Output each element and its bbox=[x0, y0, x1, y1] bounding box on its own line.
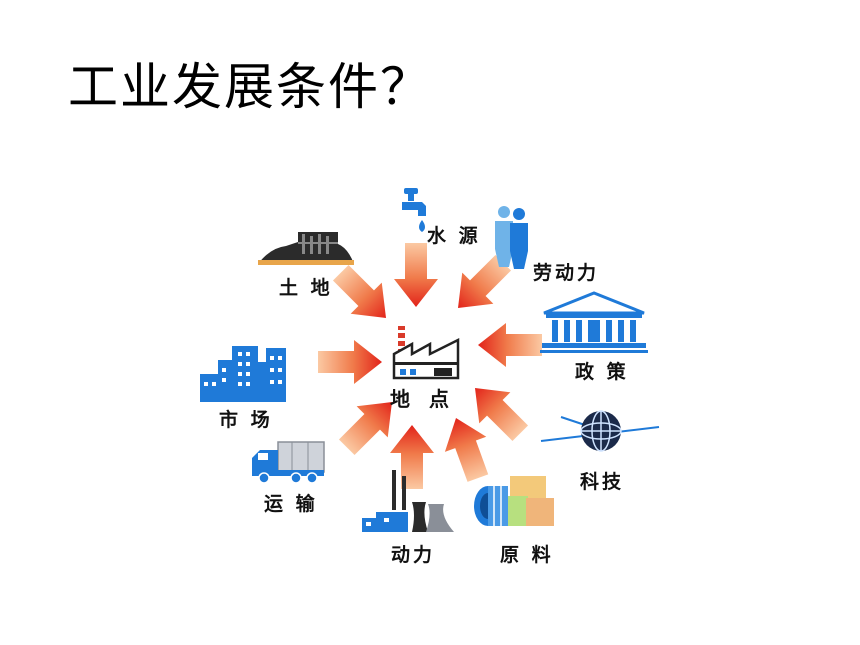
satellite-globe-icon bbox=[540, 410, 660, 452]
arrow-from-power bbox=[390, 425, 434, 489]
labor-label: 劳动力 bbox=[533, 261, 599, 284]
water-faucet-icon bbox=[402, 188, 426, 232]
city-buildings-icon bbox=[200, 346, 286, 402]
power-plant-icon bbox=[362, 470, 454, 532]
market-label: 市 场 bbox=[219, 408, 273, 431]
center-label: 地 点 bbox=[390, 387, 455, 411]
tech-label: 科技 bbox=[580, 470, 624, 493]
page-title: 工业发展条件？ bbox=[68, 58, 432, 116]
land-icon bbox=[258, 232, 354, 265]
water-label: 水 源 bbox=[427, 224, 481, 247]
arrow-from-water bbox=[394, 243, 438, 307]
policy-label: 政 策 bbox=[575, 360, 629, 383]
government-building-icon bbox=[540, 291, 648, 353]
factory-icon bbox=[392, 326, 460, 380]
material-label: 原 料 bbox=[500, 543, 554, 566]
arrow-from-land bbox=[325, 257, 402, 334]
raw-materials-icon bbox=[474, 476, 554, 526]
arrow-from-material bbox=[435, 410, 499, 486]
transport-label: 运 输 bbox=[264, 492, 318, 515]
power-label: 动力 bbox=[391, 543, 435, 566]
truck-icon bbox=[252, 441, 325, 484]
arrow-from-market bbox=[318, 340, 382, 384]
arrow-from-policy bbox=[478, 323, 542, 367]
land-label: 土 地 bbox=[279, 276, 333, 299]
people-icon bbox=[495, 206, 528, 269]
